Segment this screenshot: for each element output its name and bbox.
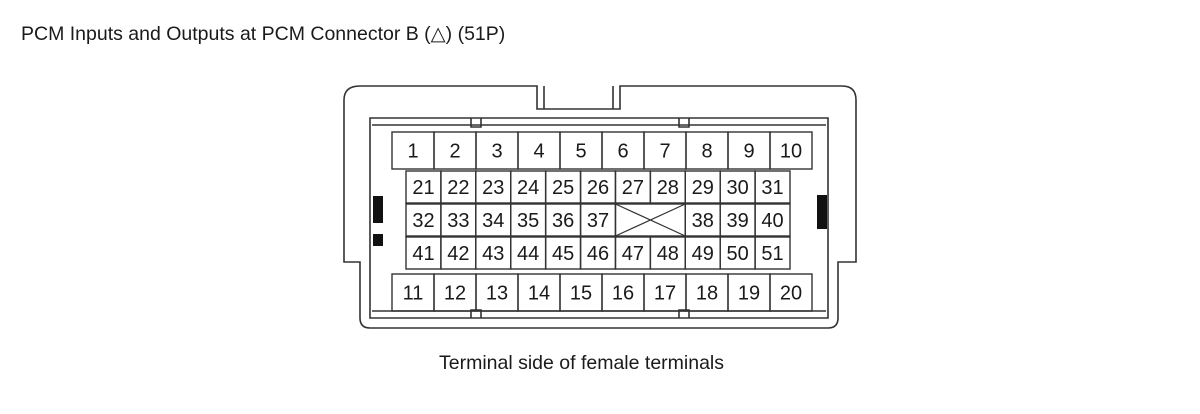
pin-number: 49 <box>692 243 714 265</box>
blank-cross-line <box>615 203 686 237</box>
pin-number: 24 <box>517 177 539 199</box>
pin-number: 2 <box>449 141 460 163</box>
pin-number: 5 <box>575 141 586 163</box>
pin-number: 18 <box>696 283 718 305</box>
key-notch-top-left <box>470 118 482 128</box>
latch-marker-right <box>817 195 827 229</box>
pin-number: 12 <box>444 283 466 305</box>
key-notch-bottom-right <box>678 309 690 318</box>
pin-cell <box>754 203 791 237</box>
pin-row: 32 33 34 35 36 37 38 39 40 <box>405 203 791 237</box>
latch-marker-left-upper <box>373 196 383 223</box>
pin-number: 25 <box>552 177 574 199</box>
pin-number: 11 <box>403 283 424 305</box>
pin-number: 28 <box>657 177 679 199</box>
pin-number: 51 <box>761 243 783 265</box>
pin-number: 10 <box>780 141 802 163</box>
pin-number: 39 <box>727 210 749 232</box>
pin-number: 30 <box>727 177 749 199</box>
connector-inner-wall <box>369 117 829 319</box>
pin-number: 22 <box>447 177 469 199</box>
pin-number: 50 <box>727 243 749 265</box>
latch-marker-left-lower <box>373 234 383 246</box>
pin-number: 7 <box>659 141 670 163</box>
pin-number: 26 <box>587 177 609 199</box>
pin-number: 27 <box>622 177 644 199</box>
pin-number: 41 <box>412 243 434 265</box>
pin-number: 16 <box>612 283 634 305</box>
pin-number: 15 <box>570 283 592 305</box>
pin-number: 3 <box>491 141 502 163</box>
pin-row: 21 22 23 24 25 26 27 28 29 30 31 <box>405 170 791 204</box>
pin-number: 9 <box>743 141 754 163</box>
pin-number: 29 <box>692 177 714 199</box>
key-notch-top-right <box>678 118 690 128</box>
pin-number: 6 <box>617 141 628 163</box>
pin-number: 31 <box>761 177 783 199</box>
pin-number: 20 <box>780 283 802 305</box>
pin-number: 37 <box>587 210 609 232</box>
pin-number: 42 <box>447 243 469 265</box>
pin-number: 44 <box>517 243 539 265</box>
pin-number: 33 <box>447 210 469 232</box>
pin-cell <box>769 273 813 312</box>
pin-cell <box>754 170 791 204</box>
pin-number: 46 <box>587 243 609 265</box>
diagram-caption: Terminal side of female terminals <box>438 352 725 374</box>
pin-number: 13 <box>486 283 508 305</box>
pin-cell <box>754 236 791 270</box>
pin-number: 38 <box>692 210 714 232</box>
pin-number: 17 <box>654 283 676 305</box>
lock-tab <box>543 86 614 109</box>
pin-number: 47 <box>622 243 644 265</box>
pin-number: 4 <box>533 141 544 163</box>
pin-number: 35 <box>517 210 539 232</box>
pin-number: 43 <box>482 243 504 265</box>
pin-number: 8 <box>701 141 712 163</box>
connector-housing <box>343 85 857 329</box>
pin-cell <box>769 131 813 170</box>
pin-number: 1 <box>407 141 418 163</box>
pin-row: 41 42 43 44 45 46 47 48 49 50 51 <box>405 236 791 270</box>
pin-number: 45 <box>552 243 574 265</box>
page-title: PCM Inputs and Outputs at PCM Connector … <box>21 23 506 45</box>
pin-number: 14 <box>528 283 550 305</box>
pin-number: 23 <box>482 177 504 199</box>
pin-number: 34 <box>482 210 504 232</box>
pin-number: 21 <box>412 177 434 199</box>
pin-number: 36 <box>552 210 574 232</box>
pin-number: 40 <box>761 210 783 232</box>
pin-number: 48 <box>657 243 679 265</box>
pin-row: 1 2 3 4 5 6 7 8 9 10 <box>391 131 813 170</box>
pin-row: 11 12 13 14 15 16 17 18 19 20 <box>391 273 813 312</box>
pin-number: 19 <box>738 283 760 305</box>
pin-number: 32 <box>412 210 434 232</box>
